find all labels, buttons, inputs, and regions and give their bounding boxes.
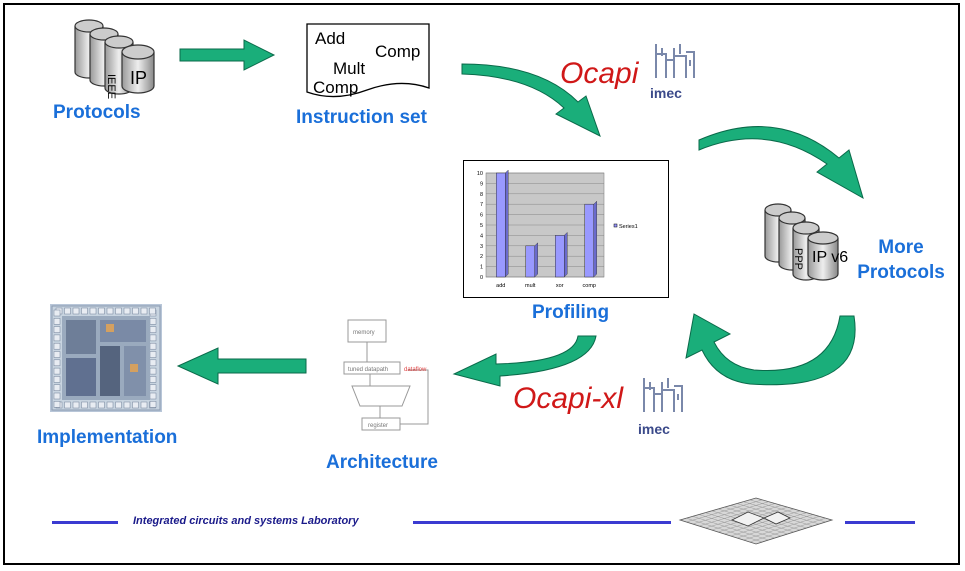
imec-logo-icon: imec — [638, 378, 683, 437]
arrow-left-icon — [176, 347, 307, 385]
chart-bar-side — [534, 242, 538, 278]
arch-annotation: dataflow — [404, 367, 427, 373]
tool-ocapi-xl: Ocapi-xl — [513, 382, 624, 415]
chart-x-tick-label: xor — [556, 283, 564, 289]
chart-y-tick-label: 10 — [477, 171, 483, 177]
chart-y-tick-label: 2 — [480, 254, 483, 260]
label-protocols: Protocols — [53, 102, 141, 123]
doc-line-comp-2: Comp — [313, 78, 358, 97]
imec-logo-text: imec — [638, 421, 670, 437]
curved-arrow-down-icon — [461, 63, 601, 137]
doc-line-mult: Mult — [333, 59, 365, 78]
more-protocols-database-icon: PPP IP v6 — [764, 203, 848, 281]
chart-bar-add — [496, 172, 506, 278]
arch-alu-block — [351, 385, 411, 407]
db-label-ppp: PPP — [792, 248, 804, 270]
chart-bar-side — [593, 200, 597, 278]
chart-y-tick-label: 6 — [480, 213, 483, 219]
chart-bar-mult — [525, 245, 535, 278]
db-label-ieee: IEEE — [105, 74, 117, 99]
chip-die-image — [50, 304, 162, 412]
arch-datapath-block — [343, 361, 401, 375]
chart-x-ticks: add mult xor comp — [496, 283, 596, 289]
instruction-document-icon: Add Comp Mult Comp — [306, 23, 430, 98]
chart-bar-side — [564, 231, 568, 278]
label-implementation: Implementation — [37, 427, 178, 448]
chart-y-tick-label: 5 — [480, 223, 483, 229]
arch-memory-label: memory — [353, 330, 375, 336]
footer-bar-left — [52, 521, 118, 524]
3d-grid-logo-icon — [678, 497, 834, 545]
doc-line-comp-1: Comp — [375, 42, 420, 61]
curved-arrow-right-down-icon — [698, 126, 864, 200]
chart-bars — [496, 169, 597, 278]
tool-ocapi: Ocapi — [560, 57, 639, 90]
chart-y-tick-label: 1 — [480, 265, 483, 271]
legend-swatch — [613, 223, 618, 228]
protocols-database-icon: IEEE IP — [74, 19, 155, 99]
db-label-ip: IP — [130, 68, 147, 88]
architecture-diagram: memory tuned datapath register dataflow — [343, 319, 429, 431]
db-label-ipv6: IP v6 — [812, 249, 848, 266]
chart-y-ticks: 0 1 2 3 4 5 6 7 8 9 10 — [477, 171, 483, 281]
chart-y-tick-label: 7 — [480, 202, 483, 208]
imec-logo-text: imec — [650, 85, 682, 101]
imec-logo-icon: imec — [650, 44, 695, 101]
arrow-right-icon — [179, 39, 276, 71]
chart-y-tick-label: 8 — [480, 192, 483, 198]
footer-bar-middle — [413, 521, 671, 524]
chart-bar-xor — [555, 235, 565, 278]
label-profiling: Profiling — [532, 302, 610, 323]
profiling-chart-frame: 0 1 2 3 4 5 6 7 8 9 10 add mult xor comp Series1 — [463, 160, 669, 298]
chart-y-tick-label: 0 — [480, 275, 483, 281]
footer-bar-right — [845, 521, 915, 524]
curved-arrow-left-icon — [452, 335, 597, 387]
chart-y-tick-label: 9 — [480, 181, 483, 187]
profiling-bar-chart: 0 1 2 3 4 5 6 7 8 9 10 add mult xor comp Series1 — [477, 169, 638, 289]
arch-register-label: register — [368, 423, 388, 429]
label-more-protocols: More Protocols — [857, 237, 945, 283]
arch-datapath-label: tuned datapath — [348, 367, 388, 373]
footer-lab-name: Integrated circuits and systems Laborato… — [133, 515, 359, 527]
chart-y-tick-label: 3 — [480, 244, 483, 250]
label-instruction-set: Instruction set — [296, 107, 427, 128]
chart-x-tick-label: add — [496, 283, 505, 289]
chart-bar-comp — [584, 203, 594, 278]
chart-x-tick-label: mult — [525, 283, 536, 289]
doc-line-add: Add — [315, 29, 345, 48]
label-architecture: Architecture — [326, 452, 438, 473]
legend-series1: Series1 — [619, 224, 638, 230]
chart-y-tick-label: 4 — [480, 233, 483, 239]
curved-arrow-return-icon — [685, 313, 856, 386]
chart-bar-side — [505, 169, 509, 278]
chart-x-tick-label: comp — [583, 283, 596, 289]
